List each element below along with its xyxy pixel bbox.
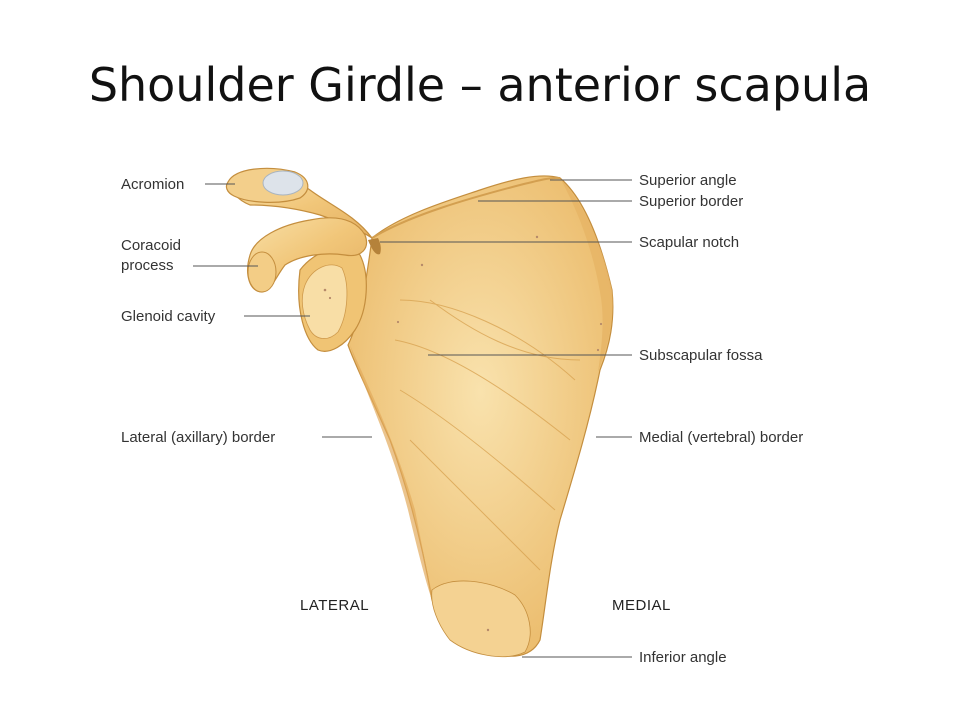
label-lateral-border: Lateral (axillary) border [121,429,275,446]
label-coracoid-line2: process [121,257,174,274]
slide-title: Shoulder Girdle – anterior scapula [88,58,872,112]
label-glenoid-cavity: Glenoid cavity [121,308,216,325]
label-superior-border: Superior border [639,193,743,210]
lateral-border-shade [350,345,440,620]
label-scapular-notch: Scapular notch [639,234,739,251]
label-medial-side: MEDIAL [612,597,671,614]
label-subscapular-fossa: Subscapular fossa [639,347,763,364]
subscapular-fossa-ridges [394,299,581,571]
coracoid-tip [247,251,277,293]
label-medial-border: Medial (vertebral) border [639,429,803,446]
glenoid-cavity-surface [301,264,348,339]
label-lateral-side: LATERAL [300,597,369,614]
medial-border-shade [560,178,613,372]
superior-border-ridge [371,176,561,239]
nutrient-dots [323,235,603,632]
label-superior-angle: Superior angle [639,172,737,189]
acromion-articular-facet [262,170,304,196]
inferior-angle-shape [431,580,531,658]
label-inferior-angle: Inferior angle [639,649,727,666]
scapular-notch-shape [368,238,381,255]
label-coracoid-line1: Coracoid [121,237,181,254]
label-acromion: Acromion [121,176,184,193]
